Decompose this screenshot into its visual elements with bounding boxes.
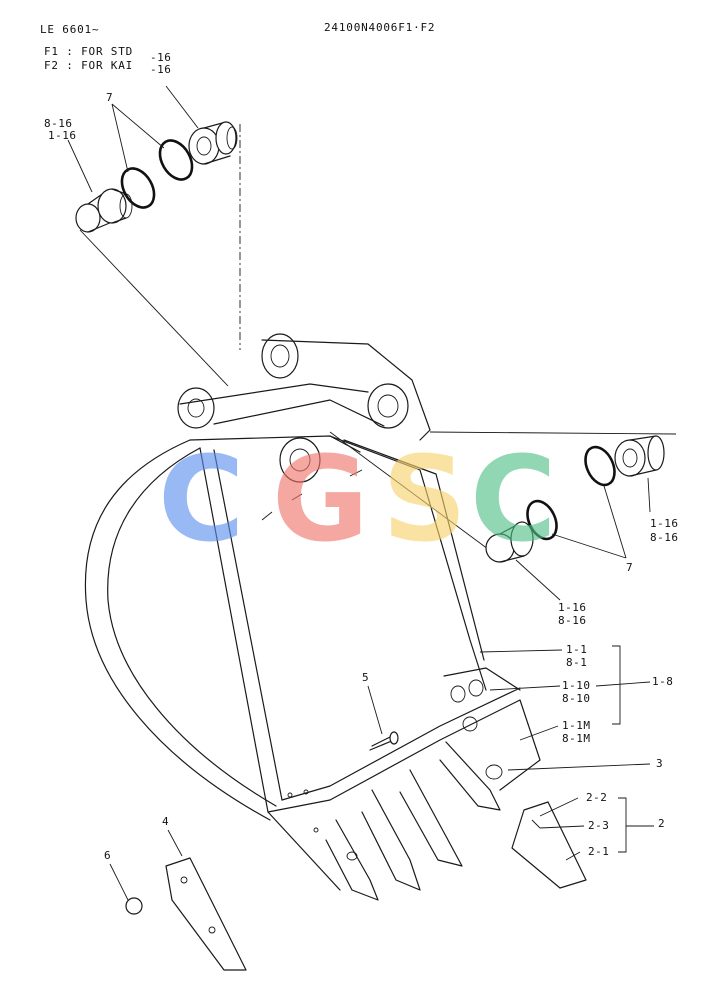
side-cutter-part-4 <box>165 857 247 971</box>
pin-mid <box>485 521 534 563</box>
model-label: LE 6601~ <box>40 23 100 36</box>
callout-1-1: 1-1 <box>566 643 588 656</box>
ring-right-b <box>526 499 558 541</box>
legend-f1: F1 : FOR STD <box>44 45 134 58</box>
callout-leaders <box>67 85 654 901</box>
watermark-letter-g: G <box>272 430 369 568</box>
watermark-letter-c1: C <box>158 430 245 568</box>
callout-8-16-mid: 8-16 <box>558 614 587 627</box>
callout-1-16-right: 1-16 <box>650 517 679 530</box>
callout-7-right: 7 <box>626 561 634 574</box>
callout-8-16-right: 8-16 <box>650 531 679 544</box>
callout-1-16-left: 1-16 <box>48 129 77 142</box>
callout-1-8: 1-8 <box>652 675 674 688</box>
callout-2-2: 2-2 <box>586 791 608 804</box>
pin-top <box>188 121 238 165</box>
bucket-body <box>84 333 541 901</box>
legend-code2: -16 <box>150 63 172 76</box>
callout-8-10: 8-10 <box>562 692 591 705</box>
part-number: 24100N4006F1·F2 <box>324 21 436 34</box>
pin-right <box>614 435 665 477</box>
callout-2-3: 2-3 <box>588 819 610 832</box>
callout-3: 3 <box>656 757 664 770</box>
callout-8-16-left: 8-16 <box>44 117 73 130</box>
callout-1-1m: 1-1M <box>562 719 591 732</box>
callout-7-left: 7 <box>106 91 114 104</box>
nut-part-6 <box>125 897 143 915</box>
watermark-letter-c2: C <box>470 430 557 568</box>
callout-2-1: 2-1 <box>588 845 610 858</box>
tooth-part-2 <box>511 801 587 889</box>
callout-1-16-mid: 1-16 <box>558 601 587 614</box>
legend-f2: F2 : FOR KAI <box>44 59 134 72</box>
ring-left-b <box>158 139 194 181</box>
legend-code1: -16 <box>150 51 172 64</box>
pin-left <box>75 188 133 233</box>
callout-8-1m: 8-1M <box>562 732 591 745</box>
callout-6: 6 <box>104 849 112 862</box>
ring-right-a <box>584 445 616 487</box>
watermark-letter-s: S <box>382 430 467 568</box>
callout-8-1: 8-1 <box>566 656 588 669</box>
callout-4: 4 <box>162 815 170 828</box>
callout-1-10: 1-10 <box>562 679 591 692</box>
callout-2: 2 <box>658 817 666 830</box>
callout-5: 5 <box>362 671 370 684</box>
